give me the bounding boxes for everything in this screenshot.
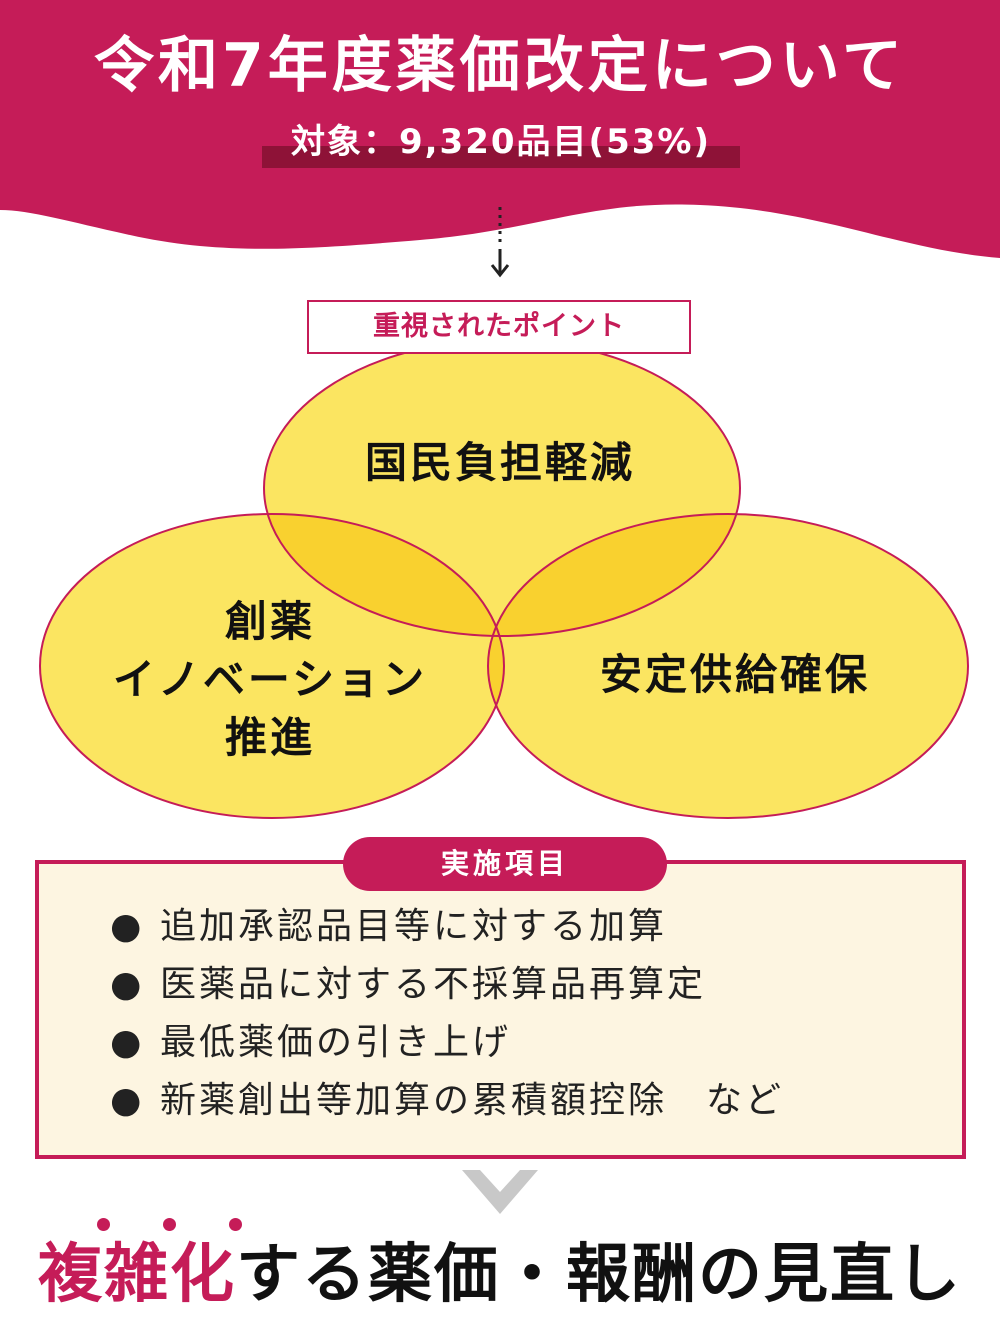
venn-overlap-top-left	[264, 514, 504, 636]
dotted-down-arrow-icon	[490, 207, 510, 278]
subtitle-underline-bar	[262, 146, 740, 168]
venn-overlap-top-right	[488, 514, 740, 636]
conclusion-highlight: 複雑化	[38, 1238, 236, 1312]
bullet-icon: ●	[110, 906, 145, 947]
header-wave-background	[0, 0, 1000, 258]
bullet-icon: ●	[110, 1080, 145, 1121]
target-summary: 対象：9,320品目(53%)	[262, 118, 740, 170]
venn-diagram	[39, 339, 969, 819]
list-item: ●新薬創出等加算の累積額控除 など	[110, 1072, 950, 1130]
bullet-icon: ●	[110, 964, 145, 1005]
emphasis-dot-icon	[163, 1218, 176, 1231]
venn-label-burden: 国民負担軽減	[364, 438, 635, 487]
venn-label-supply: 安定供給確保	[599, 650, 870, 699]
key-points-label: 重視されたポイント	[307, 300, 691, 354]
implementation-list: ●追加承認品目等に対する加算 ●医薬品に対する不採算品再算定 ●最低薬価の引き上…	[110, 898, 950, 1130]
page-title: 令和7年度薬価改定について	[94, 31, 906, 101]
list-item: ●最低薬価の引き上げ	[110, 1014, 950, 1072]
emphasis-dot-icon	[97, 1218, 110, 1231]
implementation-label: 実施項目	[343, 837, 667, 891]
venn-label-innovation: 創薬 イノベーション 推進	[112, 597, 428, 762]
conclusion-rest: する薬価・報酬の見直し	[236, 1238, 962, 1312]
target-count-text: 対象：9,320品目(53%)	[290, 122, 711, 162]
chevron-down-icon	[462, 1170, 538, 1214]
emphasis-dot-icon	[229, 1218, 242, 1231]
list-item: ●医薬品に対する不採算品再算定	[110, 956, 950, 1014]
list-item: ●追加承認品目等に対する加算	[110, 898, 950, 956]
conclusion-headline: 複雑化する薬価・報酬の見直し	[0, 1232, 1000, 1318]
emphasis-dots	[0, 1218, 1000, 1238]
bullet-icon: ●	[110, 1022, 145, 1063]
